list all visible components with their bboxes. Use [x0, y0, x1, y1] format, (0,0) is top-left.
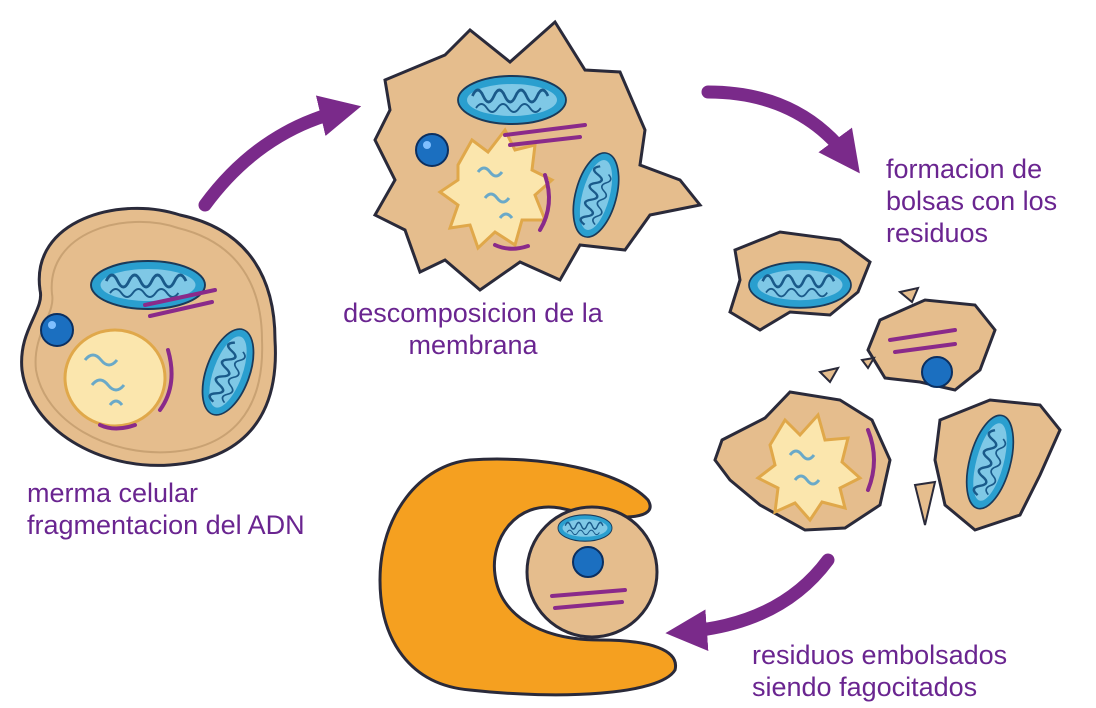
organelle-dot: [416, 134, 448, 166]
organelle-dot: [922, 357, 952, 387]
cell-stage-2: [375, 22, 700, 290]
label-stage-3: formacion de bolsas con los residuos: [886, 153, 1057, 249]
label-stage-1: merma celular fragmentacion del ADN: [27, 477, 305, 541]
cell-stage-3: [715, 232, 1060, 530]
mitochondrion-icon: [558, 515, 612, 541]
label-stage-4: residuos embolsados siendo fagocitados: [752, 639, 1007, 703]
mitochondrion-icon: [458, 76, 566, 124]
nucleus-icon: [65, 330, 165, 426]
debris: [900, 288, 918, 302]
debris: [862, 358, 874, 368]
organelle-dot: [573, 547, 603, 577]
mitochondrion-icon: [749, 262, 851, 308]
label-stage-2: descomposicion de la membrana: [318, 297, 628, 361]
cell-stage-4: [380, 459, 676, 695]
debris: [915, 482, 935, 525]
cell-stage-1: [22, 208, 276, 465]
arrow-icon: [708, 92, 850, 160]
arrow-icon: [682, 560, 828, 632]
organelle-dot: [41, 314, 73, 346]
arrow-icon: [205, 110, 345, 205]
mitochondrion-icon: [91, 261, 205, 309]
debris: [820, 368, 838, 382]
